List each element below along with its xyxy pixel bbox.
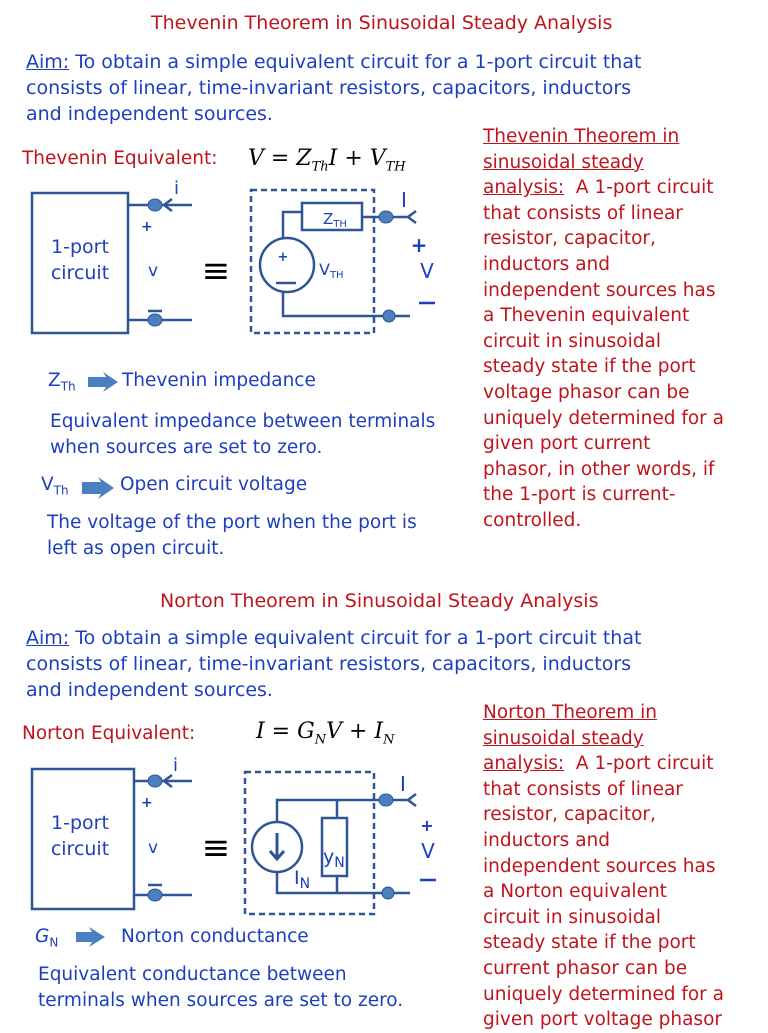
thevenin-side-definition: Thevenin Theorem in sinusoidal steady an… xyxy=(483,126,724,531)
arrow-right-icon xyxy=(82,477,114,499)
svg-text:+: + xyxy=(278,250,289,265)
svg-text:+: + xyxy=(141,219,153,235)
vth-meaning: Open circuit voltage xyxy=(120,474,308,495)
aim-label: Aim: xyxy=(26,627,70,649)
svg-text:I: I xyxy=(400,772,406,796)
svg-text:1-port: 1-port xyxy=(51,812,109,834)
arrow-right-icon xyxy=(76,927,105,947)
svg-text:V: V xyxy=(420,259,434,283)
norton-title: Norton Theorem in Sinusoidal Steady Anal… xyxy=(160,590,599,612)
zth-meaning: Thevenin impedance xyxy=(122,370,316,391)
svg-text:V: V xyxy=(421,839,435,863)
norton-side-definition: Norton Theorem in sinusoidal steady anal… xyxy=(483,702,724,1031)
svg-text:i: i xyxy=(174,178,179,199)
admittance-yn xyxy=(320,816,349,878)
gn-symbol: GN xyxy=(35,926,59,950)
svg-text:v: v xyxy=(148,838,158,858)
in-label: IN xyxy=(294,867,310,892)
zth-description-1: Equivalent impedance between terminals xyxy=(50,411,436,432)
svg-text:circuit: circuit xyxy=(51,838,109,860)
svg-text:+: + xyxy=(411,233,428,257)
thevenin-equivalent-label: Thevenin Equivalent: xyxy=(22,148,218,169)
svg-text:circuit: circuit xyxy=(51,262,109,284)
norton-aim-line-1: Aim: To obtain a simple equivalent circu… xyxy=(26,627,642,649)
voltage-source-vth xyxy=(258,236,316,294)
one-port-box xyxy=(30,767,136,911)
vth-description-2: left as open circuit. xyxy=(47,538,225,559)
arrow-right-icon xyxy=(88,372,118,392)
arrow-icon xyxy=(161,198,417,224)
thevenin-aim-line-1: Aim: To obtain a simple equivalent circu… xyxy=(26,51,642,73)
svg-text:+: + xyxy=(141,795,153,811)
aim-label: Aim: xyxy=(26,51,70,73)
norton-equation: I = GNV + IN xyxy=(256,719,395,748)
thevenin-equation: V = ZThI + VTH xyxy=(248,146,406,175)
vth-label: VTH xyxy=(319,260,344,281)
arrow-icon xyxy=(161,774,417,807)
zth-label: ZTH xyxy=(323,210,347,230)
norton-equivalent-label: Norton Equivalent: xyxy=(22,723,196,744)
yn-label: yN xyxy=(323,846,345,871)
vth-symbol: VTh xyxy=(41,474,69,498)
zth-description-2: when sources are set to zero. xyxy=(50,437,323,458)
equivalent-symbol: ≡ xyxy=(202,251,231,291)
norton-aim-line-2: consists of linear, time-invariant resis… xyxy=(26,653,632,675)
norton-aim-line-3: and independent sources. xyxy=(26,679,273,701)
svg-text:v: v xyxy=(148,261,158,281)
svg-text:i: i xyxy=(173,755,178,776)
thevenin-aim-line-2: consists of linear, time-invariant resis… xyxy=(26,77,632,99)
gn-description-2: terminals when sources are set to zero. xyxy=(38,990,404,1011)
vth-description-1: The voltage of the port when the port is xyxy=(47,512,417,533)
svg-text:I: I xyxy=(401,188,407,212)
thevenin-aim-line-3: and independent sources. xyxy=(26,103,273,125)
gn-description-1: Equivalent conductance between xyxy=(38,964,347,985)
thevenin-title: Thevenin Theorem in Sinusoidal Steady An… xyxy=(151,12,613,34)
svg-text:1-port: 1-port xyxy=(51,236,109,258)
svg-text:+: + xyxy=(420,816,433,835)
one-port-box xyxy=(30,191,130,335)
thevenin-dashed-boundary xyxy=(249,188,376,335)
norton-dashed-boundary xyxy=(243,770,376,916)
gn-meaning: Norton conductance xyxy=(121,926,309,947)
equivalent-symbol: ≡ xyxy=(202,828,231,868)
zth-symbol: ZTh xyxy=(48,370,76,394)
